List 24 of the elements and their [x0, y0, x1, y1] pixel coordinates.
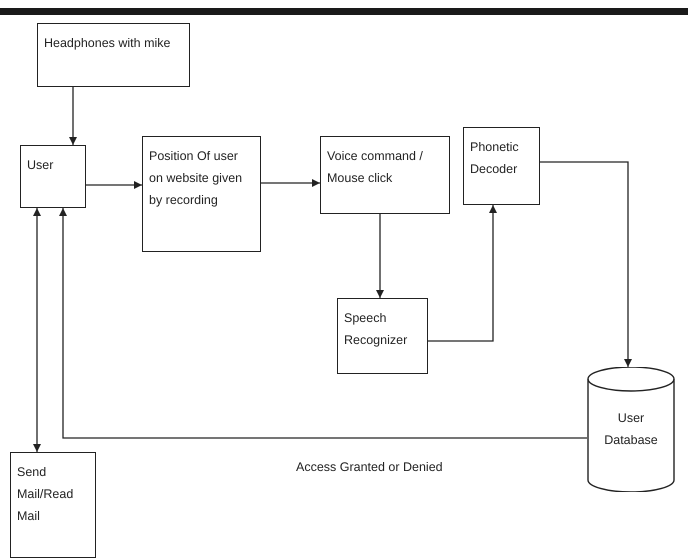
process-box	[142, 136, 261, 252]
process-box	[463, 127, 540, 205]
arrow	[261, 179, 320, 187]
process-box	[20, 145, 86, 208]
arrow	[86, 181, 142, 189]
arrow	[376, 214, 384, 298]
arrow	[69, 87, 77, 145]
node-label: Headphones with mike	[44, 35, 172, 52]
process-box	[320, 136, 450, 214]
node-label: Send Mail/Read Mail	[17, 464, 74, 525]
node-label: User Database	[603, 410, 659, 449]
node-label: Speech Recognizer	[344, 310, 408, 349]
arrow	[59, 208, 587, 439]
arrow	[428, 205, 497, 342]
node-label: Phonetic Decoder	[470, 139, 520, 178]
edge-label: Access Granted or Denied	[296, 460, 443, 474]
arrow	[33, 208, 41, 452]
process-box	[10, 452, 96, 558]
process-box	[37, 23, 190, 87]
arrow	[540, 161, 632, 367]
node-label: Position Of user on website given by recording	[149, 148, 244, 209]
process-box	[337, 298, 428, 374]
node-label: Voice command / Mouse click	[327, 148, 424, 187]
node-label: User	[27, 157, 54, 174]
